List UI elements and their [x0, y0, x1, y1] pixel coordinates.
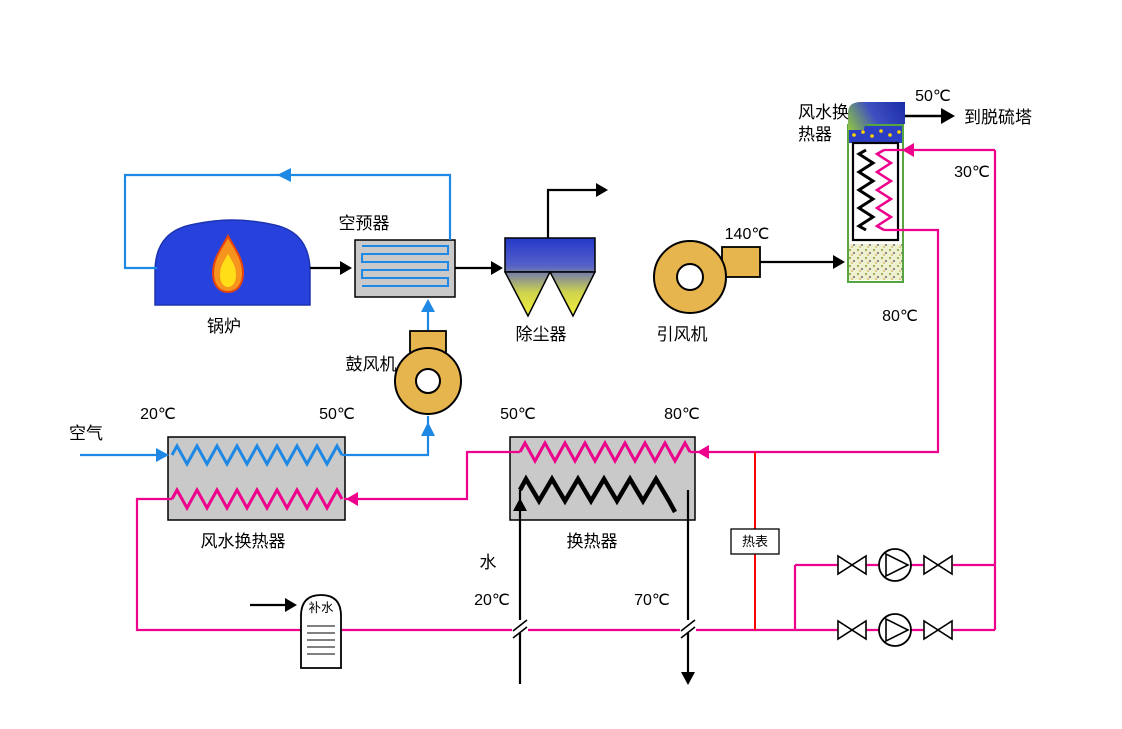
- arrow-up-icon: [513, 498, 527, 511]
- unit-label-line2: 热器: [798, 125, 832, 144]
- air-coil: [170, 442, 344, 468]
- water-heat-exchanger: [509, 436, 696, 521]
- valve-icon: [936, 554, 953, 576]
- air-water-heat-exchanger: [167, 436, 346, 521]
- arrow-right-icon: [156, 448, 169, 462]
- hx-link-pipe: [344, 450, 520, 501]
- blower-hub: [415, 368, 441, 394]
- dust-collector-label: 除尘器: [516, 325, 567, 344]
- pipe-break-marks: [512, 619, 696, 639]
- cold-out-temp: 70℃: [634, 592, 670, 609]
- dust-collector-hopper-left: [503, 271, 552, 318]
- arrow-right-icon: [285, 598, 297, 612]
- supply-water-temp: 80℃: [882, 308, 918, 325]
- supply-water-pipe: [690, 228, 940, 454]
- pump-impeller-icon: [885, 552, 910, 578]
- water-hx-label: 换热器: [567, 532, 618, 551]
- tank-body: [300, 594, 342, 669]
- arrow-left-icon: [277, 168, 291, 182]
- blower-fan: [394, 330, 462, 415]
- return-water-temp: 30℃: [954, 164, 990, 181]
- secondary-water-pipes: [518, 490, 690, 684]
- arrow-right-icon: [833, 255, 845, 269]
- cold-in-temp: 20℃: [474, 592, 510, 609]
- arrow-left-icon: [346, 492, 358, 506]
- fan-hub: [676, 263, 704, 291]
- arrow-right-icon: [596, 183, 608, 197]
- boiler: [154, 219, 311, 306]
- induced-fan-label: 引风机: [657, 325, 708, 344]
- air-out-temp: 50℃: [319, 406, 355, 423]
- air-preheater: [354, 239, 456, 298]
- hx-in-temp: 80℃: [664, 406, 700, 423]
- makeup-water-tank: 补水: [250, 594, 342, 669]
- heat-meter-label: 热表: [742, 534, 768, 549]
- tank-level-lines: [307, 625, 335, 655]
- pump-group-upper: [837, 548, 953, 582]
- dust-collector-body: [504, 237, 596, 273]
- cooled-water-pipe: [135, 497, 995, 632]
- unit-label-line1: 风水换: [798, 103, 849, 122]
- heat-meter: 热表: [730, 528, 780, 555]
- air-pipes: [80, 173, 452, 457]
- valve-icon: [923, 619, 940, 641]
- air-preheater-coil: [361, 245, 449, 287]
- arrow-left-icon: [902, 143, 914, 157]
- dust-collector: [503, 237, 597, 318]
- unit-gas-coil: [856, 148, 876, 232]
- flow-arrows: [156, 108, 955, 685]
- unit-outlet-temp: 50℃: [915, 88, 951, 105]
- arrow-right-icon: [491, 261, 503, 275]
- valve-icon: [837, 619, 854, 641]
- unit-ash-section: [849, 244, 902, 280]
- makeup-tank-label: 补水: [308, 600, 334, 615]
- air-inlet-label: 空气: [69, 424, 103, 443]
- hot-air-loop-pipe: [123, 173, 452, 270]
- unit-top-gas-band: [849, 126, 902, 143]
- air-in-temp: 20℃: [140, 406, 176, 423]
- fan-outlet-temp: 140℃: [725, 226, 770, 243]
- spark-dots: [852, 129, 901, 138]
- air-water-hx-label: 风水换热器: [201, 532, 286, 551]
- labels: 空气 锅炉 空预器 鼓风机 除尘器 引风机 140℃ 风水换 热器 50℃ 到脱…: [69, 88, 1032, 609]
- arrow-right-icon: [941, 108, 955, 124]
- valve-icon: [850, 619, 867, 641]
- blower-label: 鼓风机: [346, 355, 397, 374]
- hx-out-temp: 50℃: [500, 406, 536, 423]
- unit-outlet-duct: [848, 102, 905, 130]
- unit-water-coil: [874, 148, 894, 232]
- arrow-up-icon: [421, 422, 435, 436]
- arrow-left-icon: [697, 445, 709, 459]
- arrow-down-icon: [681, 672, 695, 685]
- secondary-water-coil: [518, 474, 677, 514]
- air-to-blower-pipe: [342, 416, 430, 457]
- flue-gas-pipes: [310, 114, 942, 270]
- valve-icon: [850, 554, 867, 576]
- boiler-label: 锅炉: [207, 317, 241, 336]
- dust-collector-hopper-right: [548, 271, 597, 318]
- arrow-up-icon: [421, 299, 435, 312]
- hot-water-pipes: [135, 148, 997, 632]
- dust-to-fan-duct: [546, 188, 597, 238]
- hot-water-coil: [170, 486, 344, 512]
- to-tower-label: 到脱硫塔: [964, 108, 1032, 127]
- induced-draft-fan: [653, 240, 761, 314]
- flame-inner-icon: [220, 254, 236, 287]
- water-label: 水: [480, 553, 497, 572]
- primary-hot-coil: [518, 439, 692, 465]
- arrow-right-icon: [340, 261, 352, 275]
- valve-icon: [923, 554, 940, 576]
- flue-gas-heat-exchanger-unit: [847, 102, 905, 283]
- valve-icon: [936, 619, 953, 641]
- pump-group-lower: [837, 613, 953, 647]
- heat-meter-box: [730, 528, 780, 555]
- pump-impeller-icon: [885, 617, 910, 643]
- valve-icon: [837, 554, 854, 576]
- air-preheater-box: [354, 239, 456, 298]
- air-preheater-label: 空预器: [339, 214, 390, 233]
- fan-outlet-duct: [721, 246, 761, 278]
